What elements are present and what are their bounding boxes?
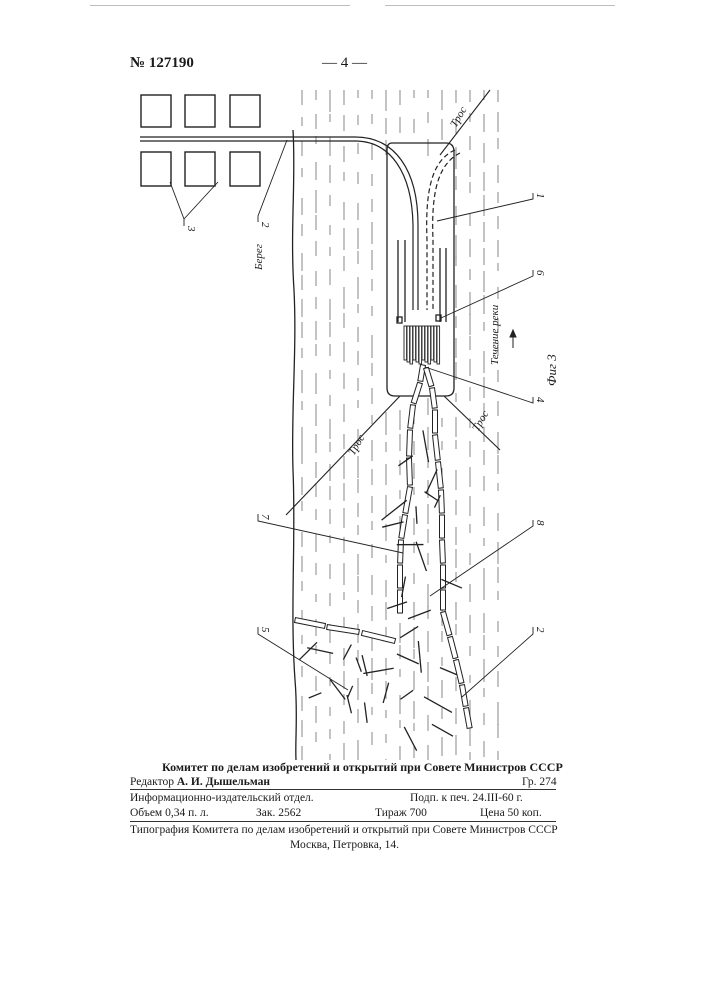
order-number: Зак. 2562 (256, 806, 301, 821)
boom-log (424, 367, 434, 387)
boom-log (361, 631, 395, 644)
shore-cable (140, 137, 460, 310)
shore-label: Берег (253, 243, 265, 271)
packet-log (404, 326, 407, 360)
signed-date: Подп. к печ. 24.III-60 г. (410, 791, 523, 806)
boom-log (440, 515, 445, 538)
boom-log (327, 625, 360, 635)
loose-log (440, 668, 457, 675)
boom-log (454, 659, 464, 683)
boom-log (430, 388, 438, 409)
loose-log (400, 626, 418, 637)
loose-log (424, 697, 452, 713)
callout-4: 4 (534, 397, 546, 403)
log-boom (295, 365, 473, 729)
shoreline (293, 130, 297, 760)
rule-1 (130, 789, 556, 790)
boom-log (441, 565, 446, 588)
figure-caption: Фиг 3 (544, 354, 559, 386)
log-packet (404, 326, 440, 364)
boom-log (448, 636, 458, 658)
loose-log (365, 702, 368, 722)
boom-log (398, 540, 404, 563)
cable-label-right: Трос (470, 409, 491, 434)
loose-log (416, 542, 426, 571)
boom-log (295, 618, 326, 629)
callout-1: 1 (534, 193, 546, 199)
boom-log (408, 405, 416, 429)
department: Информационно-издательский отдел. (130, 791, 314, 806)
loose-log (348, 686, 353, 697)
packet-log (413, 326, 416, 360)
packet-log (407, 326, 410, 362)
loose-log (363, 668, 393, 673)
packet-log (419, 326, 422, 364)
callout-6: 6 (534, 270, 546, 276)
tow-cables (286, 90, 500, 515)
packet-log (434, 326, 437, 362)
callout-8: 8 (534, 520, 546, 526)
loose-log (418, 641, 421, 673)
packet-log (428, 326, 431, 364)
current-arrow (510, 330, 516, 348)
editor-label: Редактор (130, 776, 174, 788)
packet-log (422, 326, 425, 360)
loose-log (307, 648, 333, 654)
boom-log (464, 708, 473, 729)
loose-log (408, 610, 431, 619)
river-water-hatching (302, 90, 498, 760)
loose-log (309, 693, 322, 698)
loose-log (404, 727, 416, 751)
editor-name: А. И. Дышельман (177, 776, 270, 788)
loose-log (330, 679, 345, 699)
loose-log (343, 645, 351, 660)
current-label: Течение реки (489, 304, 501, 365)
editor-row: Редактор А. И. Дышельман (130, 775, 270, 790)
boom-log (441, 590, 446, 610)
loose-log (401, 690, 414, 699)
rule-2 (130, 821, 556, 822)
packet-log (410, 326, 413, 364)
committee-line: Комитет по делам изобретений и открытий … (162, 760, 563, 775)
callout-5: 5 (259, 627, 271, 633)
price: Цена 50 коп. (480, 806, 542, 821)
boom-log (407, 430, 413, 456)
boom-log (411, 382, 422, 404)
packet-log (437, 326, 440, 364)
boom-log (407, 458, 413, 485)
loose-log (299, 642, 316, 659)
callout-2-top: 2 (259, 222, 271, 228)
loose-log (432, 724, 453, 736)
packet-log (431, 326, 434, 360)
address: Москва, Петровка, 14. (290, 838, 399, 853)
loose-log (416, 506, 417, 523)
boom-log (440, 540, 446, 563)
packet-log (425, 326, 428, 362)
volume: Объем 0,34 п. л. (130, 806, 209, 821)
boom-log (433, 435, 441, 461)
printer: Типография Комитета по делам изобретений… (130, 823, 558, 838)
boom-log (398, 565, 403, 588)
boom-log (418, 365, 426, 382)
packet-log (416, 326, 419, 362)
group-number: Гр. 274 (522, 775, 557, 790)
boom-log (433, 410, 438, 433)
loose-log (356, 658, 361, 672)
figure-3-diagram: 1 2 3 6 4 7 8 5 2 Берег Течение реки Тро… (0, 0, 707, 760)
boom-log (436, 462, 444, 489)
loose-log (425, 492, 439, 501)
callout-7: 7 (259, 514, 271, 520)
circulation: Тираж 700 (375, 806, 427, 821)
cable-label-top: Трос (448, 105, 469, 130)
boom-log (403, 487, 413, 514)
loose-log (347, 695, 352, 713)
boom-log (439, 490, 445, 513)
cable-label-left: Трос (346, 433, 367, 458)
callout-2-bottom: 2 (534, 627, 546, 633)
callout-3: 3 (185, 225, 197, 232)
